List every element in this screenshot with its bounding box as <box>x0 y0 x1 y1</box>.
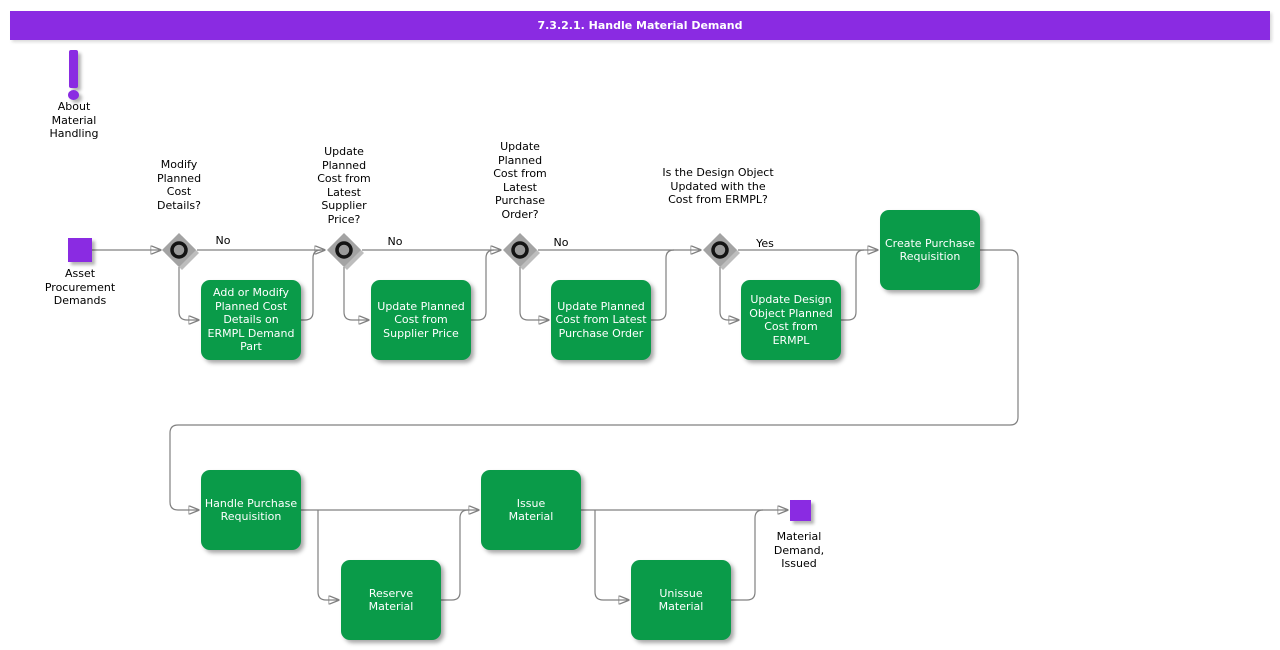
about-label: About Material Handling <box>49 100 99 140</box>
start-node <box>68 238 92 262</box>
edge-label-yes: Yes <box>756 237 774 250</box>
decision-question: Update Planned Cost from Latest Supplier… <box>317 145 371 226</box>
task-add-modify-planned-cost[interactable]: Add or Modify Planned Cost Details on ER… <box>201 280 301 360</box>
task-reserve-material[interactable]: Reserve Material <box>341 560 441 640</box>
exclamation-icon[interactable] <box>69 50 78 88</box>
task-update-cost-supplier-price[interactable]: Update Planned Cost from Supplier Price <box>371 280 471 360</box>
edge-label-no: No <box>387 235 403 248</box>
decision-gateway <box>327 233 364 270</box>
task-update-cost-purchase-order[interactable]: Update Planned Cost from Latest Purchase… <box>551 280 651 360</box>
start-node-label: Asset Procurement Demands <box>44 267 116 307</box>
edge-label-no: No <box>553 236 569 249</box>
decision-gateway <box>162 233 199 270</box>
decision-gateway <box>703 233 740 270</box>
decision-gateways <box>162 233 740 270</box>
decision-question: Update Planned Cost from Latest Purchase… <box>493 140 547 221</box>
task-update-design-object-cost[interactable]: Update Design Object Planned Cost from E… <box>741 280 841 360</box>
decision-question: Is the Design Object Updated with the Co… <box>662 166 774 206</box>
task-issue-material[interactable]: Issue Material <box>481 470 581 550</box>
exclamation-icon-dot[interactable] <box>68 90 79 100</box>
task-handle-purchase-requisition[interactable]: Handle Purchase Requisition <box>201 470 301 550</box>
connectors <box>92 250 1019 600</box>
edge-label-no: No <box>215 234 231 247</box>
task-unissue-material[interactable]: Unissue Material <box>631 560 731 640</box>
decision-gateway <box>503 233 540 270</box>
end-node-label: Material Demand, Issued <box>773 530 825 570</box>
decision-question: Modify Planned Cost Details? <box>156 158 202 212</box>
end-node <box>790 500 811 521</box>
title-bar: 7.3.2.1. Handle Material Demand <box>10 11 1270 40</box>
task-create-purchase-requisition[interactable]: Create Purchase Requisition <box>880 210 980 290</box>
